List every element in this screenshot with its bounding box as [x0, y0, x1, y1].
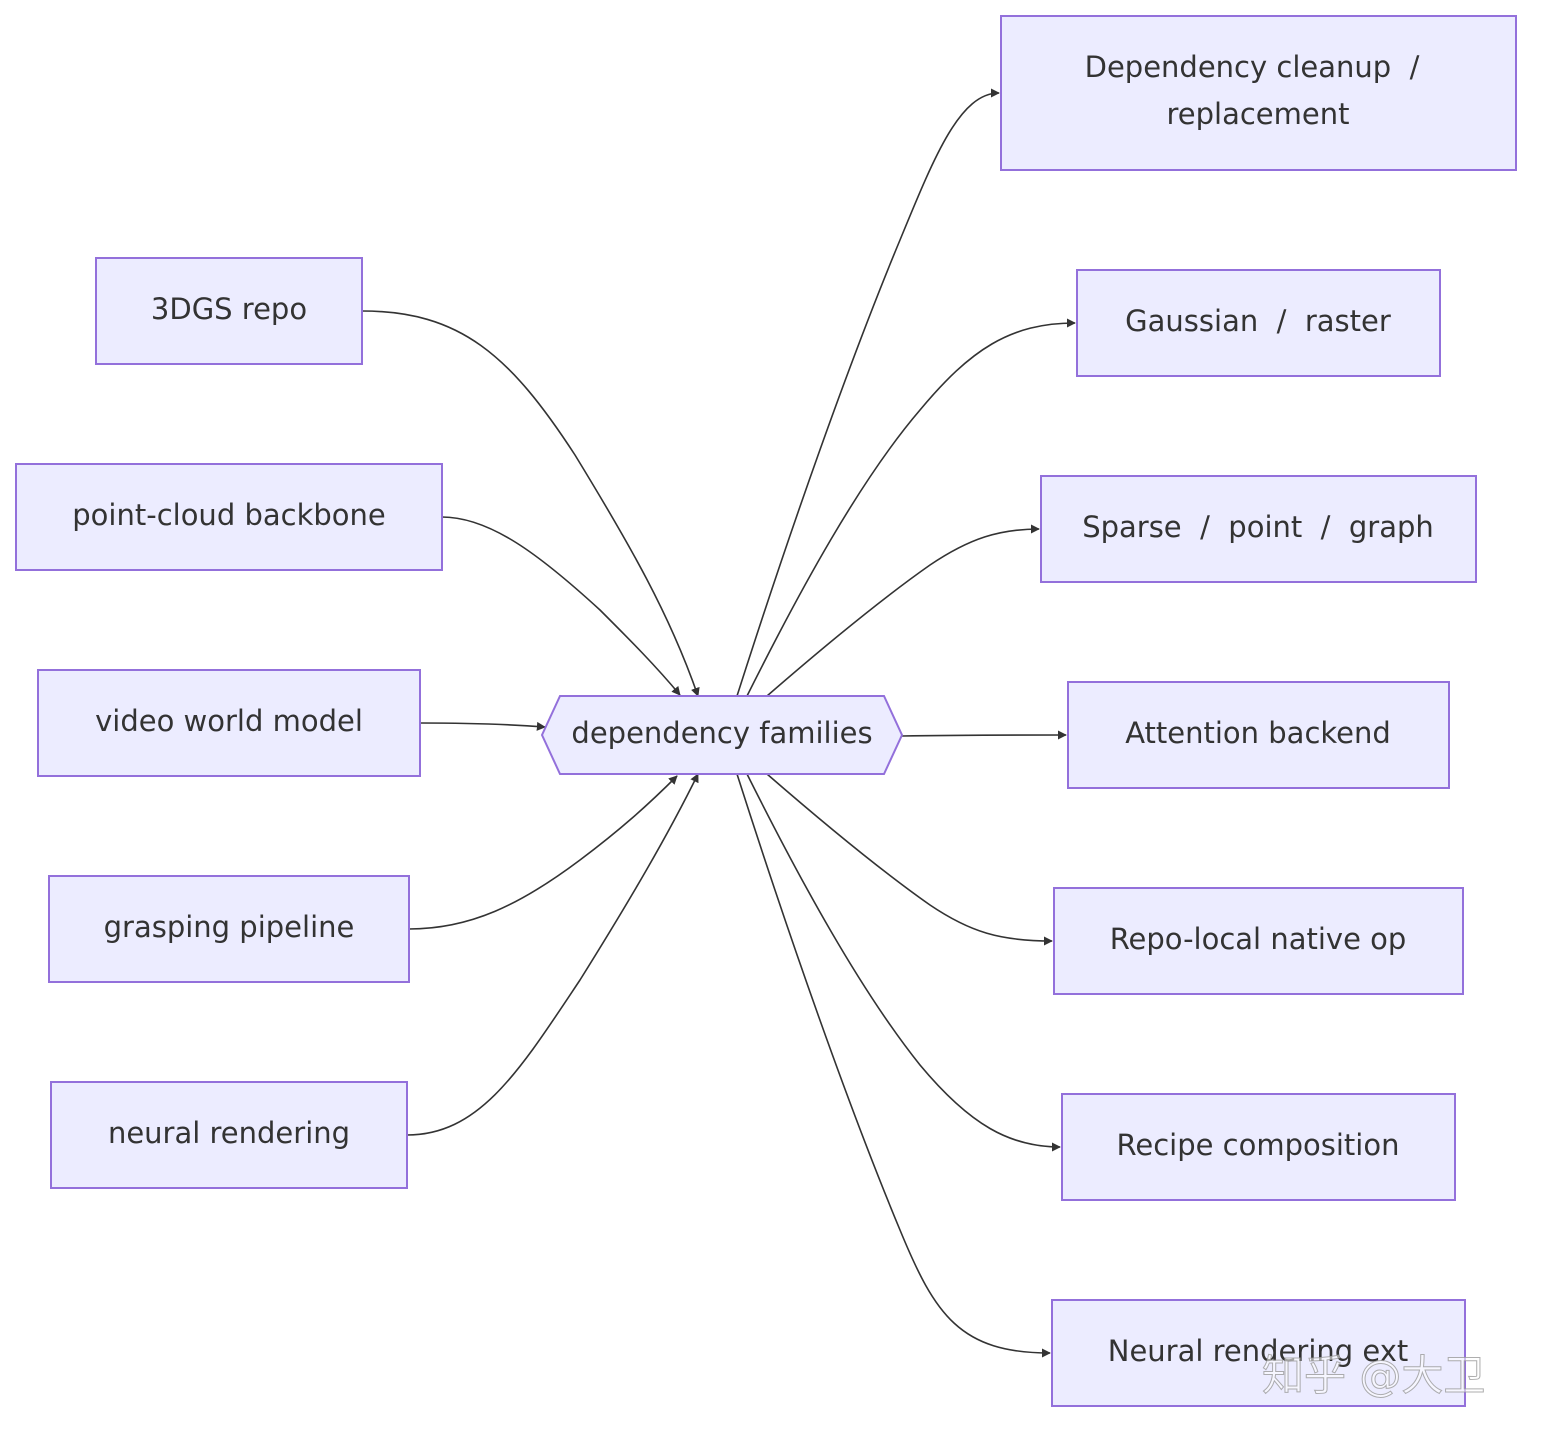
edge-hub-to-neuralext	[736, 773, 1051, 1358]
edge-pointcloud-to-hub	[441, 516, 681, 696]
node-box	[1076, 269, 1441, 377]
edge-video-to-hub	[419, 721, 546, 731]
edges-out	[736, 88, 1076, 1358]
edge-hub-to-gaussian	[746, 318, 1076, 697]
node-gaussian-raster[interactable]: Gaussian / raster	[1076, 269, 1441, 377]
hub-hexagon	[540, 695, 904, 775]
edge-hub-to-recipe	[746, 773, 1061, 1152]
node-box	[1040, 475, 1477, 583]
node-label: 3DGS repo	[151, 292, 307, 326]
output-nodes: Dependency cleanup / replacement Gaussia…	[1000, 15, 1517, 1407]
node-box	[1061, 1093, 1456, 1201]
node-label: Neural rendering ext	[1108, 1334, 1409, 1368]
node-3dgs-repo[interactable]: 3DGS repo	[95, 257, 363, 365]
edge-grasping-to-hub	[408, 775, 678, 930]
edge-3dgs-to-hub	[361, 310, 700, 697]
node-video-world-model[interactable]: video world model	[37, 669, 421, 777]
node-label-line1: Dependency cleanup /	[1085, 50, 1420, 84]
node-label: point-cloud backbone	[72, 498, 385, 532]
node-recipe-composition[interactable]: Recipe composition	[1061, 1093, 1456, 1201]
hub-label: dependency families	[571, 716, 872, 750]
watermark: 知乎 @大卫	[1262, 1351, 1485, 1400]
node-box	[95, 257, 363, 365]
node-box	[37, 669, 421, 777]
edge-hub-to-attention	[901, 730, 1067, 740]
edges-in	[361, 310, 700, 1136]
node-dependency-families[interactable]: dependency families	[540, 695, 904, 775]
node-label: grasping pipeline	[104, 910, 355, 944]
node-label: Attention backend	[1125, 716, 1391, 750]
node-box	[1053, 887, 1464, 995]
node-box	[1000, 15, 1517, 171]
node-label: Repo-local native op	[1110, 922, 1407, 956]
node-label-line2: replacement	[1167, 97, 1350, 131]
node-repo-local-native-op[interactable]: Repo-local native op	[1053, 887, 1464, 995]
node-dependency-cleanup[interactable]: Dependency cleanup / replacement	[1000, 15, 1517, 171]
node-box	[1067, 681, 1450, 789]
node-label: video world model	[95, 704, 363, 738]
node-box	[15, 463, 443, 571]
node-grasping-pipeline[interactable]: grasping pipeline	[48, 875, 410, 983]
edge-hub-to-repolocal	[766, 773, 1053, 946]
node-label: Recipe composition	[1117, 1128, 1400, 1162]
node-neural-rendering[interactable]: neural rendering	[50, 1081, 408, 1189]
edge-neural-to-hub	[406, 773, 699, 1136]
node-point-cloud-backbone[interactable]: point-cloud backbone	[15, 463, 443, 571]
input-nodes: 3DGS repo point-cloud backbone video wor…	[15, 257, 443, 1189]
node-box	[50, 1081, 408, 1189]
edge-hub-to-cleanup	[736, 88, 1000, 697]
node-attention-backend[interactable]: Attention backend	[1067, 681, 1450, 789]
node-label: Gaussian / raster	[1125, 304, 1391, 338]
node-sparse-point-graph[interactable]: Sparse / point / graph	[1040, 475, 1477, 583]
node-box	[48, 875, 410, 983]
node-label: Sparse / point / graph	[1082, 510, 1434, 544]
node-box	[1051, 1299, 1466, 1407]
node-neural-rendering-ext[interactable]: Neural rendering ext	[1051, 1299, 1466, 1407]
edge-hub-to-sparse	[766, 524, 1040, 697]
node-label: neural rendering	[108, 1116, 350, 1150]
